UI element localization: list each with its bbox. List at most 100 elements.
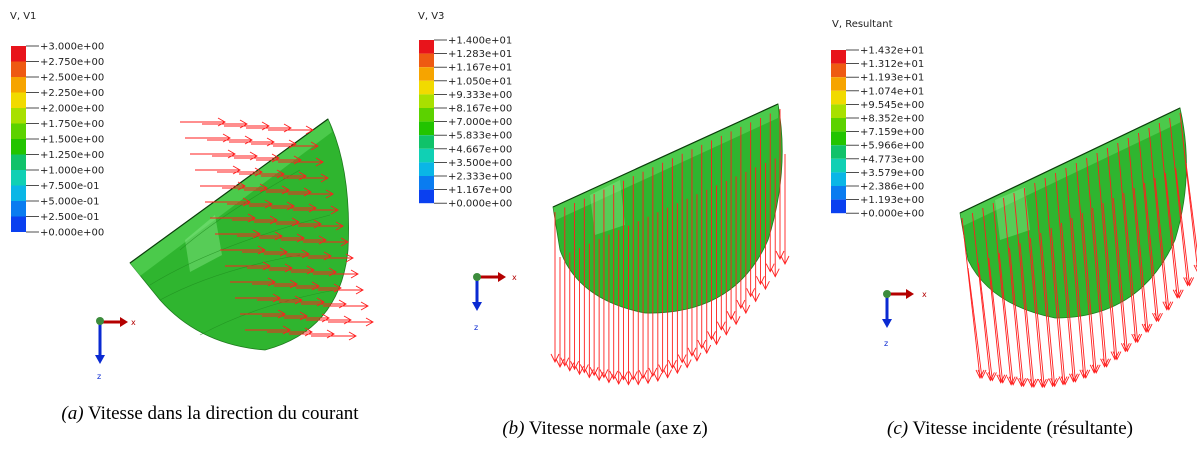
legend-label: +2.386e+00 [860,182,924,193]
legend-swatch [419,108,434,122]
legend-swatch [11,216,26,232]
legend-label: +2.500e-01 [40,212,100,223]
legend-label: +0.000e+00 [448,199,512,210]
legend-swatch [11,46,26,62]
legend-label: +2.500e+00 [40,73,104,84]
legend-swatch [11,139,26,155]
legend-swatch [419,121,434,136]
legend-swatch [11,154,26,170]
panel-c-axis-triad: x z [882,289,927,348]
legend-swatch [831,90,846,105]
legend-swatch [11,92,26,108]
legend-label: +1.193e+00 [860,195,924,206]
legend-label: +1.500e+00 [40,135,104,146]
legend-label: +8.352e+00 [860,114,924,125]
panel-a-x-axis-label: x [131,318,136,327]
panel-a-caption-prefix: (a) [61,403,84,424]
legend-label: +9.333e+00 [448,90,512,101]
legend-label: +3.579e+00 [860,168,924,179]
legend-swatch [419,135,434,149]
legend-swatch [831,63,846,78]
panel-c-caption-prefix: (c) [887,418,909,439]
legend-swatch [419,148,434,163]
legend-swatch [831,131,846,146]
legend-label: +0.000e+00 [860,209,924,220]
panel-a: V, V1 +3.000e+00 +2.750e+00 +2.500e+00 +2.2… [10,11,374,381]
panel-c: V, Resultant +1.432e+01 +1.312e+01 +1.193e… [831,19,1197,389]
legend-label: +2.750e+00 [40,57,104,68]
legend-swatch [419,80,434,95]
legend-label: +7.500e-01 [40,181,100,192]
panel-b-z-axis-label: z [474,323,478,332]
panel-c-title: V, Resultant [832,19,893,30]
legend-label: +1.750e+00 [40,119,104,130]
legend-label: +1.193e+01 [860,73,924,84]
legend-label: +5.833e+00 [448,131,512,142]
legend-swatch [11,170,26,186]
legend-label: +1.432e+01 [860,46,924,57]
panel-a-z-axis-label: z [97,372,101,381]
panel-a-legend: +3.000e+00 +2.750e+00 +2.500e+00 +2.250e+00… [11,42,104,239]
panel-c-x-axis-label: x [922,290,927,299]
legend-swatch [419,53,434,68]
legend-swatch [419,162,434,176]
panel-a-title: V, V1 [10,11,36,22]
legend-swatch [419,40,434,54]
legend-label: +2.000e+00 [40,104,104,115]
panel-c-caption-text: Vitesse incidente (résultante) [912,418,1133,439]
legend-swatch [831,186,846,200]
legend-swatch [831,77,846,91]
legend-label: +3.000e+00 [40,42,104,53]
panel-b-caption-text: Vitesse normale (axe z) [528,418,708,439]
legend-label: +2.250e+00 [40,88,104,99]
legend-label: +1.167e+01 [448,63,512,74]
legend-label: +1.050e+01 [448,76,512,87]
legend-label: +4.667e+00 [448,144,512,155]
panel-c-z-axis-label: z [884,339,888,348]
legend-swatch [831,199,846,214]
legend-label: +1.000e+00 [40,166,104,177]
legend-label: +1.167e+00 [448,185,512,196]
panel-a-caption-text: Vitesse dans la direction du courant [87,403,359,424]
legend-swatch [419,94,434,108]
panel-a-caption: (a) Vitesse dans la direction du courant [40,403,380,425]
legend-swatch [11,201,26,217]
legend-label: +7.159e+00 [860,127,924,138]
legend-swatch [831,172,846,186]
panel-c-velocity-arrows [961,112,1197,389]
legend-swatch [419,176,434,190]
panel-b-caption: (b) Vitesse normale (axe z) [445,418,765,440]
panel-b-x-axis-label: x [512,273,517,282]
legend-swatch [11,123,26,139]
legend-label: +5.000e-01 [40,197,100,208]
legend-swatch [419,189,434,204]
legend-label: +3.500e+00 [448,158,512,169]
legend-label: +1.312e+01 [860,59,924,70]
panel-a-velocity-arrows [180,117,374,341]
legend-swatch [831,145,846,159]
legend-label: +1.400e+01 [448,36,512,47]
legend-swatch [11,108,26,124]
legend-swatch [831,158,846,173]
legend-swatch [419,67,434,81]
legend-label: +9.545e+00 [860,100,924,111]
legend-label: +4.773e+00 [860,154,924,165]
legend-swatch [11,77,26,93]
panel-b-title: V, V3 [418,11,444,22]
legend-label: +8.167e+00 [448,104,512,115]
panel-b-velocity-arrows [550,109,790,386]
legend-label: +1.074e+01 [860,86,924,97]
legend-swatch [11,185,26,201]
legend-swatch [831,118,846,132]
panel-b-axis-triad: x z [472,272,517,332]
panel-a-shell [129,118,349,351]
legend-label: +7.000e+00 [448,117,512,128]
legend-label: +5.966e+00 [860,141,924,152]
legend-swatch [831,50,846,64]
panel-b-caption-prefix: (b) [502,418,525,439]
panel-b-legend: +1.400e+01+1.283e+01+1.167e+01+1.050e+01… [419,36,512,210]
legend-swatch [11,61,26,77]
panel-b: V, V3 +1.400e+01+1.283e+01+1.167e+01+1.0… [418,11,790,386]
legend-swatch [831,104,846,118]
